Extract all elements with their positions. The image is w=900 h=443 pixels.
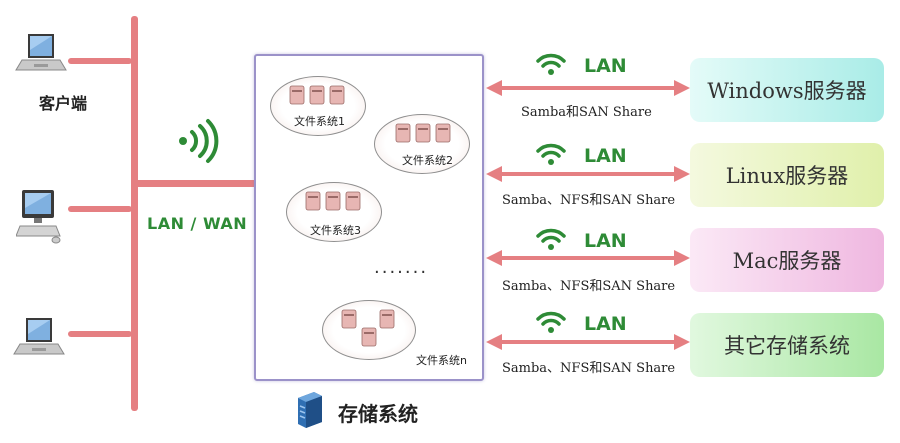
filesystem-3-label: 文件系统3 (310, 224, 361, 237)
wifi-icon (536, 228, 566, 250)
client-link-1 (68, 58, 132, 64)
disk-group-icon (395, 123, 451, 143)
linux-server-box: Linux服务器 (690, 143, 884, 207)
client-bus-line (131, 16, 138, 411)
filesystem-n-label: 文件系统n (416, 354, 467, 367)
connection-arrows (486, 80, 690, 350)
client-link-3 (68, 331, 132, 337)
client-link-2 (68, 206, 132, 212)
disk-group-icon (305, 191, 361, 211)
client-label: 客户端 (38, 94, 87, 113)
wireless-signal-icon (179, 119, 219, 163)
server-icon (298, 392, 322, 428)
lan-label-4: LAN (584, 313, 627, 335)
desktop-icon (16, 190, 61, 244)
other-storage-box: 其它存储系统 (690, 313, 884, 377)
lan-wan-label: LAN / WAN (147, 214, 248, 233)
filesystem-2-label: 文件系统2 (402, 154, 453, 167)
laptop-icon (13, 318, 65, 355)
filesystem-n (322, 300, 416, 360)
lan-label-2: LAN (584, 145, 627, 167)
protocol-label-3: Samba、NFS和SAN Share (502, 279, 676, 294)
wifi-icon (536, 143, 566, 165)
lan-label-1: LAN (584, 55, 627, 77)
protocol-label-2: Samba、NFS和SAN Share (502, 193, 676, 208)
storage-system-label: 存储系统 (338, 402, 418, 426)
protocol-label-4: Samba、NFS和SAN Share (502, 361, 676, 376)
windows-server-box: Windows服务器 (690, 58, 884, 122)
disk-group-icon (341, 309, 395, 347)
protocol-label-1: Samba和SAN Share (521, 105, 652, 120)
filesystem-1-label: 文件系统1 (294, 115, 345, 128)
disk-group-icon (289, 85, 345, 105)
mac-server-box: Mac服务器 (690, 228, 884, 292)
wifi-icon (536, 311, 566, 333)
laptop-icon (15, 34, 67, 71)
ellipsis: ······· (374, 262, 429, 283)
wifi-icon (536, 53, 566, 75)
lan-label-3: LAN (584, 230, 627, 252)
trunk-line (138, 180, 256, 187)
